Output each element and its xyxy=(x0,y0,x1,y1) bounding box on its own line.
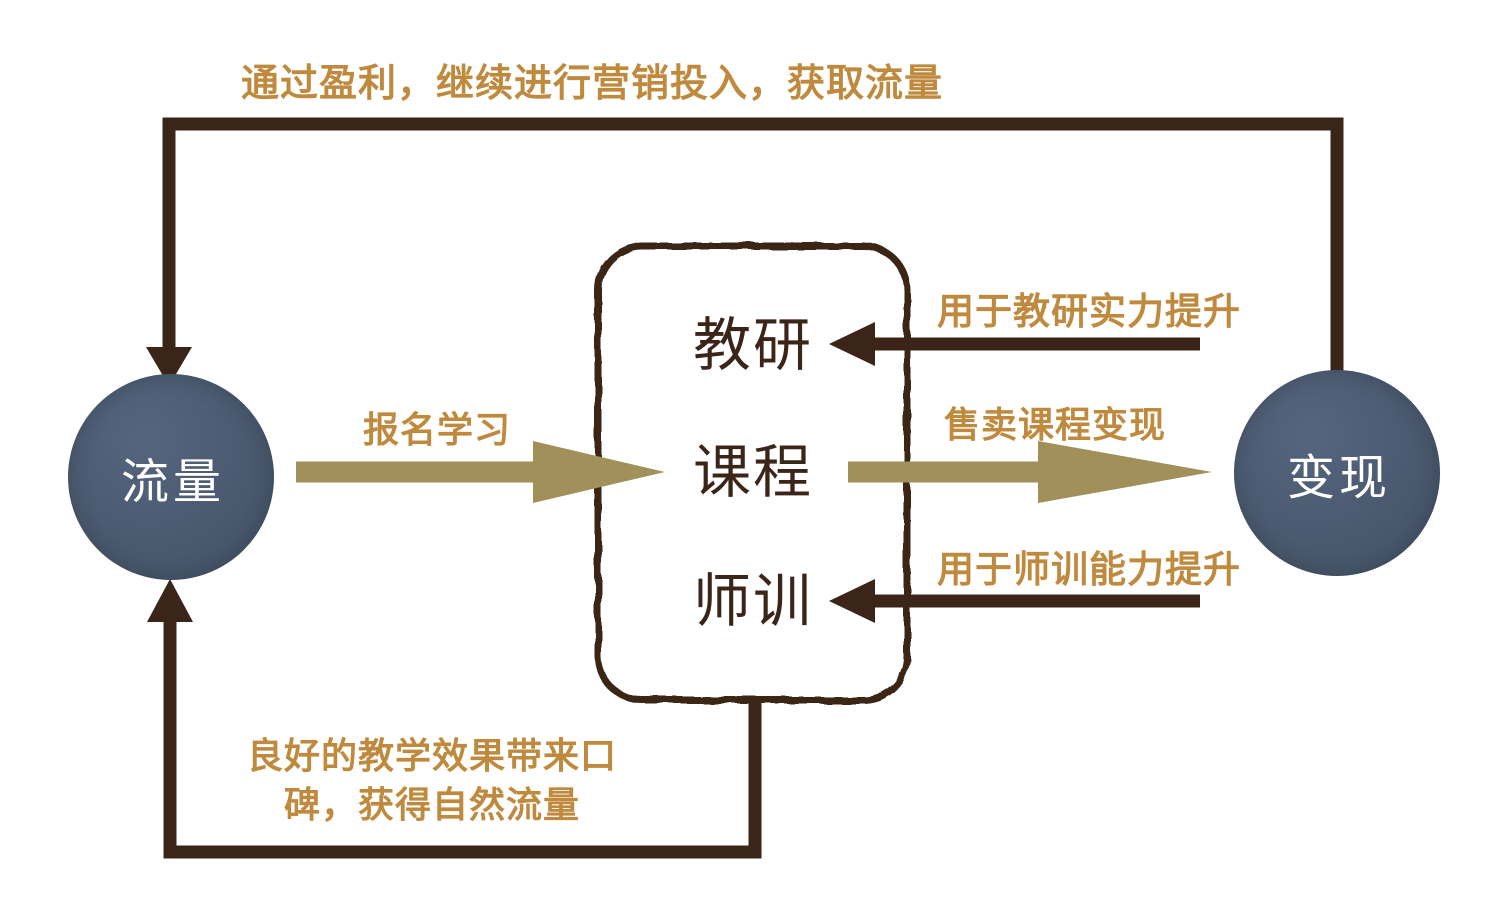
edge-label-signup: 报名学习 xyxy=(362,409,512,450)
research-arrowhead-icon xyxy=(829,322,875,366)
sell-courses-arrowhead-icon xyxy=(1038,441,1212,503)
edge-label-word-of-mouth: 良好的教学效果带来口 碑，获得自然流量 xyxy=(246,735,618,825)
node-traffic: 流量 xyxy=(68,374,274,580)
top-loop-path xyxy=(162,117,1344,372)
edge-label-research-invest: 用于教研实力提升 xyxy=(937,291,1241,332)
core-box-item-teacher-training: 师训 xyxy=(692,569,814,634)
edge-label-sell-courses: 售卖课程变现 xyxy=(943,404,1167,445)
node-monetization-label: 变现 xyxy=(1286,452,1391,505)
core-box-item-courses: 课程 xyxy=(692,440,814,505)
bottom-loop-path xyxy=(163,622,762,859)
bottom-loop-arrowhead-icon xyxy=(147,579,193,622)
node-monetization: 变现 xyxy=(1234,370,1440,576)
core-box-item-research: 教研 xyxy=(692,313,814,378)
edge-label-profit-reinvest: 通过盈利，继续进行营销投入，获取流量 xyxy=(240,63,944,105)
top-loop-arrowhead-icon xyxy=(146,347,192,386)
node-traffic-label: 流量 xyxy=(120,456,225,509)
edge-label-teacher-training-invest: 用于师训能力提升 xyxy=(937,549,1241,590)
teacher-training-arrowhead-icon xyxy=(829,579,875,623)
signup-arrowhead-icon xyxy=(533,441,665,503)
